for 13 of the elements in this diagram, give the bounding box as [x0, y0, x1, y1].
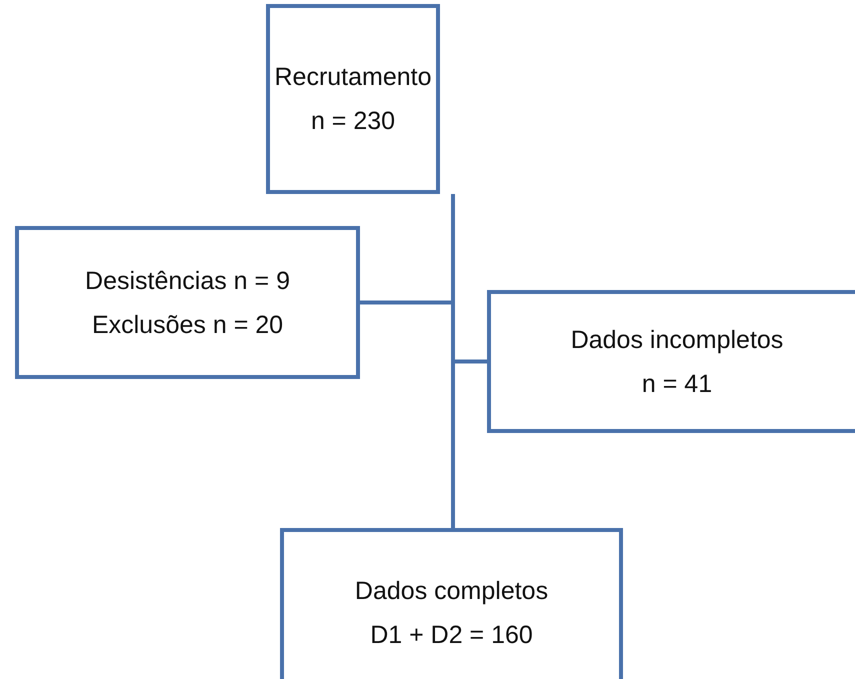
box-text: Exclusões n = 20	[92, 310, 284, 340]
process-box	[15, 226, 360, 379]
process-box	[487, 290, 855, 433]
box-text: Recrutamento	[274, 62, 432, 92]
box-text: n = 230	[310, 106, 396, 136]
box-text: Desistências n = 9	[85, 266, 290, 296]
box-text: D1 + D2 = 160	[370, 620, 533, 650]
process-box	[266, 4, 440, 194]
box-text: Dados incompletos	[570, 324, 784, 354]
process-box	[280, 528, 623, 679]
connector-line	[451, 194, 455, 528]
box-text: n = 41	[642, 368, 712, 398]
box-text: Dados completos	[354, 576, 548, 606]
